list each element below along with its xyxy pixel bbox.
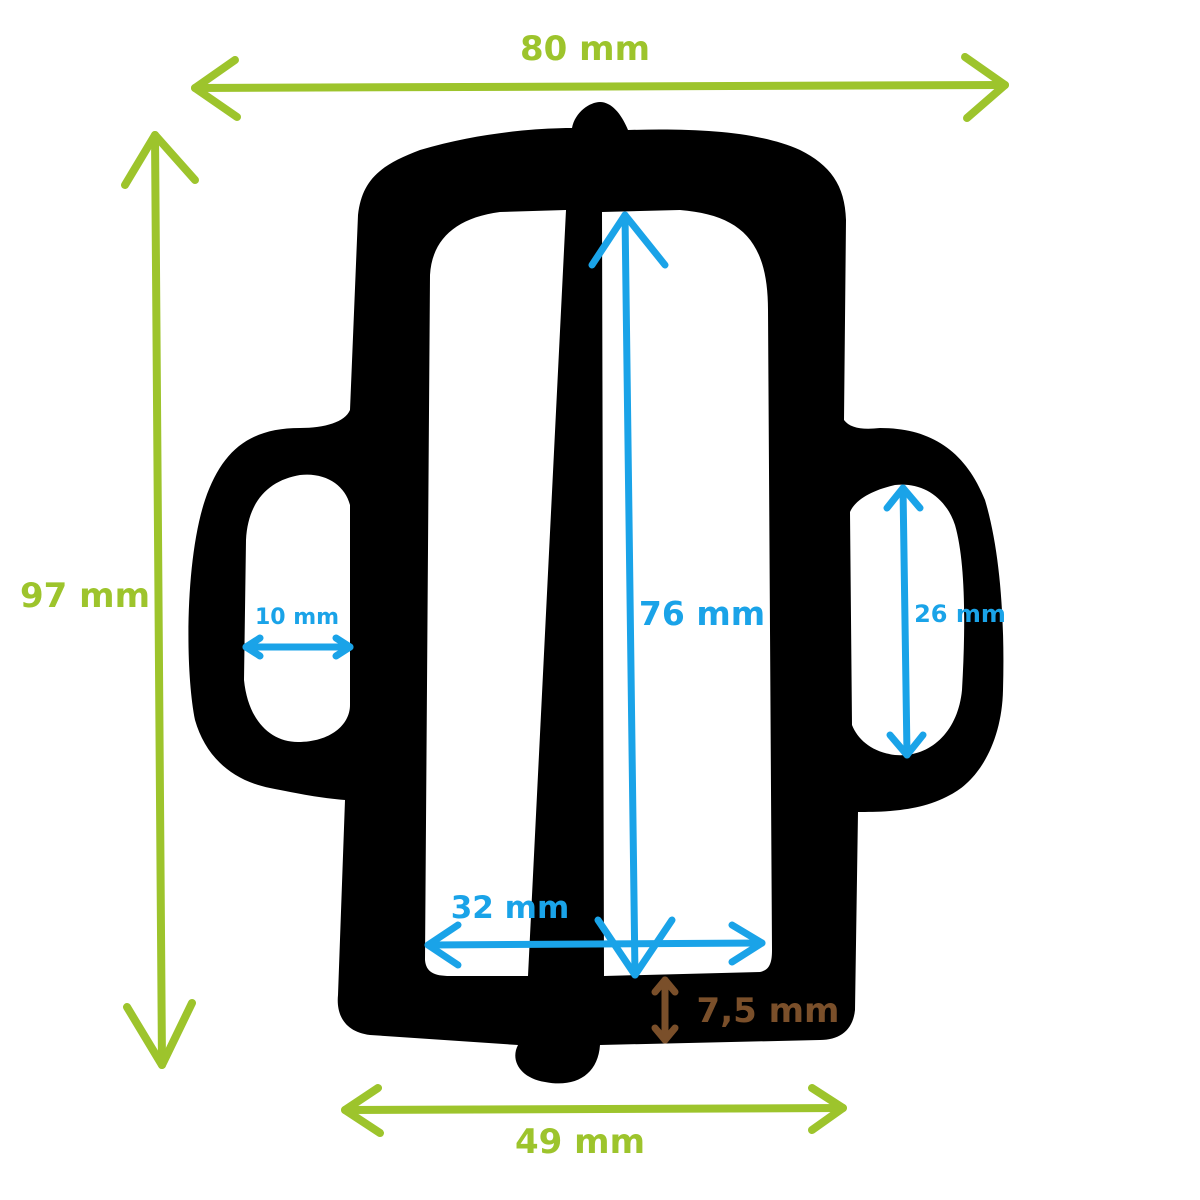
inner-width-arrowhead-left [424, 921, 462, 969]
inner-width-dimension: 32 mm [424, 890, 766, 969]
side-loop-height-label: 26 mm [914, 600, 1006, 628]
side-loop-height-arrow-line [899, 484, 911, 759]
base-width-dimension: 49 mm [341, 1084, 847, 1162]
bar-thickness-arrowhead-top [651, 976, 679, 996]
total-height-dimension: 97 mm [20, 131, 199, 1069]
bar-thickness-label: 7,5 mm [697, 991, 840, 1031]
inner-width-label: 32 mm [451, 890, 570, 926]
inner-width-arrow-line [424, 939, 766, 949]
base-width-label: 49 mm [515, 1122, 645, 1162]
base-width-arrow-line [341, 1104, 847, 1114]
total-width-label: 80 mm [520, 29, 650, 69]
bar-thickness-arrowhead-bottom [651, 1024, 679, 1044]
side-loop-width-dimension: 10 mm [242, 605, 354, 660]
total-width-arrow-line [191, 81, 1009, 92]
base-width-arrowhead-right [808, 1084, 847, 1134]
inner-height-dimension: 76 mm [588, 211, 765, 979]
base-width-arrowhead-left [341, 1084, 384, 1137]
buckle-shape [188, 102, 1004, 1084]
side-loop-width-arrowhead-left [242, 634, 264, 660]
inner-height-label: 76 mm [639, 594, 765, 633]
side-loop-height-arrowhead-bottom [886, 731, 927, 759]
total-height-arrow-line [151, 131, 166, 1069]
buckle-body [188, 102, 1004, 1084]
inner-height-arrowhead-top [588, 211, 669, 269]
inner-width-arrowhead-right [728, 921, 766, 966]
side-loop-height-dimension: 26 mm [883, 484, 1006, 759]
total-width-arrowhead-left [191, 56, 241, 121]
side-loop-width-label: 10 mm [255, 605, 339, 630]
total-width-dimension: 80 mm [191, 29, 1009, 122]
side-loop-height-arrowhead-top [883, 484, 924, 512]
total-width-arrowhead-right [961, 53, 1009, 122]
total-height-label: 97 mm [20, 576, 150, 616]
bar-thickness-dimension: 7,5 mm [651, 976, 840, 1044]
total-height-arrowhead-top [121, 131, 199, 189]
side-loop-width-arrowhead-right [332, 634, 354, 660]
inner-height-arrow-line [621, 211, 639, 979]
inner-height-arrowhead-bottom [594, 916, 676, 979]
total-height-arrowhead-bottom [123, 999, 196, 1069]
